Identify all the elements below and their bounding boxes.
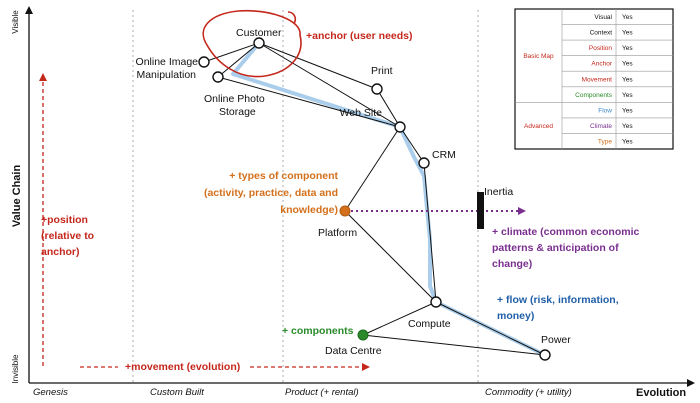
flow-note-1: + flow (risk, information,	[497, 294, 619, 306]
position-note-2: (relative to	[41, 230, 94, 242]
flow-note-2: money)	[497, 310, 534, 322]
label-online-image-2: Manipulation	[136, 69, 196, 81]
inertia-bar	[477, 192, 484, 229]
node-online-image	[198, 56, 210, 68]
node-web-site	[394, 121, 406, 133]
legend-row-value: Yes	[622, 92, 633, 99]
node-compute	[430, 296, 442, 308]
legend-group-basic-map: Basic Map	[523, 53, 554, 60]
node-data-centre	[357, 329, 369, 341]
legend-row-value: Yes	[622, 30, 633, 37]
label-print: Print	[371, 65, 393, 77]
node-platform	[339, 205, 351, 217]
label-platform: Platform	[318, 227, 357, 239]
legend-row-label: Flow	[598, 107, 612, 114]
types-note-3: knowledge)	[280, 204, 338, 216]
node-power	[539, 349, 551, 361]
x-axis-title: Evolution	[636, 387, 686, 399]
node-online-photo	[212, 71, 224, 83]
label-power: Power	[541, 334, 571, 346]
label-online-photo-2: Storage	[219, 106, 256, 118]
flow-line	[231, 41, 547, 357]
legend-row-label: Context	[590, 30, 613, 37]
climate-note-3: change)	[492, 258, 532, 270]
legend-row-value: Yes	[622, 14, 633, 21]
climate-note-1: + climate (common economic	[492, 226, 639, 238]
label-online-image-1: Online Image	[136, 56, 199, 68]
movement-note: +movement (evolution)	[125, 361, 240, 373]
stage-product: Product (+ rental)	[285, 387, 359, 398]
legend-row-label: Type	[598, 139, 612, 146]
legend-frame	[514, 8, 674, 150]
label-crm: CRM	[432, 149, 456, 161]
node-crm	[418, 157, 430, 169]
legend-row-label: Climate	[590, 123, 612, 130]
dependency-links	[203, 42, 546, 356]
legend-row-value: Yes	[622, 123, 633, 130]
y-axis-bottom-label: Invisible	[11, 354, 20, 383]
position-note-1: +position	[41, 214, 88, 226]
legend-row-value: Yes	[622, 76, 633, 83]
label-compute: Compute	[408, 318, 451, 330]
legend-row-label: Components	[575, 92, 613, 99]
position-note-3: anchor)	[41, 246, 80, 258]
y-axis-title: Value Chain	[11, 165, 23, 228]
components-note: + components	[282, 325, 354, 337]
types-note-2: (activity, practice, data and	[204, 187, 338, 199]
legend-row-value: Yes	[622, 107, 633, 114]
label-online-photo-1: Online Photo	[204, 93, 265, 105]
legend-group-advanced: Advanced	[524, 123, 553, 130]
y-axis-top-label: Visible	[11, 10, 20, 34]
legend-row-label: Visual	[594, 14, 612, 21]
node-customer	[253, 37, 265, 49]
stage-genesis: Genesis	[33, 387, 68, 398]
label-inertia: Inertia	[484, 186, 513, 198]
node-print	[371, 83, 383, 95]
anchor-note: +anchor (user needs)	[306, 30, 413, 42]
label-customer: Customer	[236, 27, 282, 39]
legend-row-value: Yes	[622, 139, 633, 146]
label-web-site: Web Site	[340, 107, 383, 119]
legend-row-label: Position	[589, 45, 613, 52]
legend-row-value: Yes	[622, 45, 633, 52]
label-data-centre: Data Centre	[325, 345, 382, 357]
stage-custom-built: Custom Built	[150, 387, 204, 398]
stage-commodity: Commodity (+ utility)	[485, 387, 572, 398]
legend-row-label: Anchor	[591, 61, 612, 68]
anchor-circle	[202, 9, 302, 78]
types-note-1: + types of component	[229, 170, 338, 182]
legend-row-label: Movement	[582, 76, 613, 83]
climate-note-2: patterns & anticipation of	[492, 242, 619, 254]
legend-row-value: Yes	[622, 61, 633, 68]
